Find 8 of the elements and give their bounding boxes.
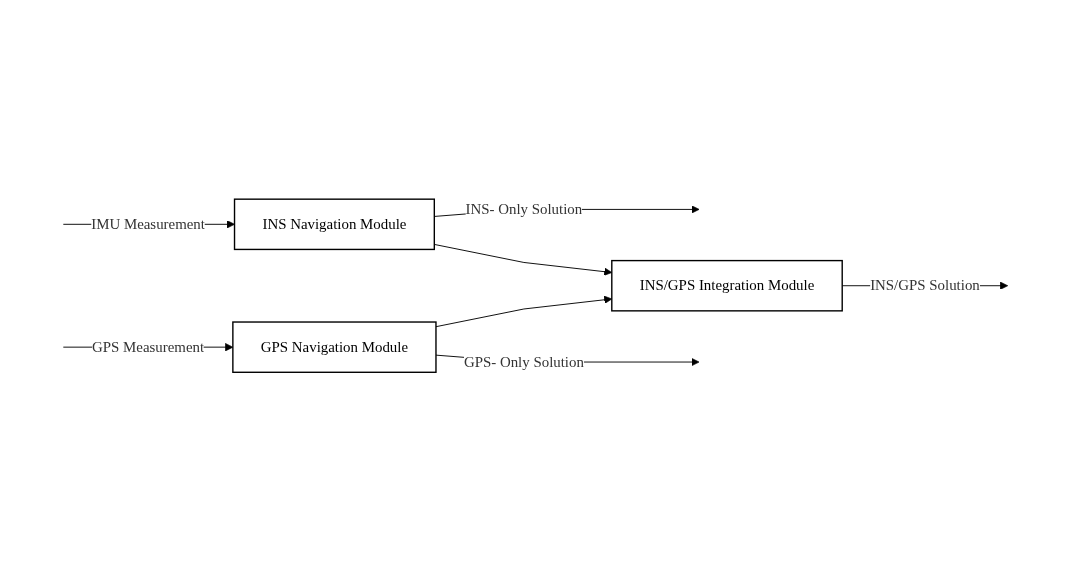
edge-label: INS/GPS Solution xyxy=(870,277,980,293)
edge-label: GPS Measurement xyxy=(92,338,205,355)
node-box: INS Navigation Module xyxy=(233,198,435,250)
node-box: GPS Navigation Module xyxy=(232,321,437,373)
edge-label: INS- Only Solution xyxy=(465,200,583,217)
node-box: INS/GPS Integration Module xyxy=(611,259,843,312)
edge-label: IMU Measurement xyxy=(91,215,205,232)
edge-label: GPS- Only Solution xyxy=(463,353,584,370)
